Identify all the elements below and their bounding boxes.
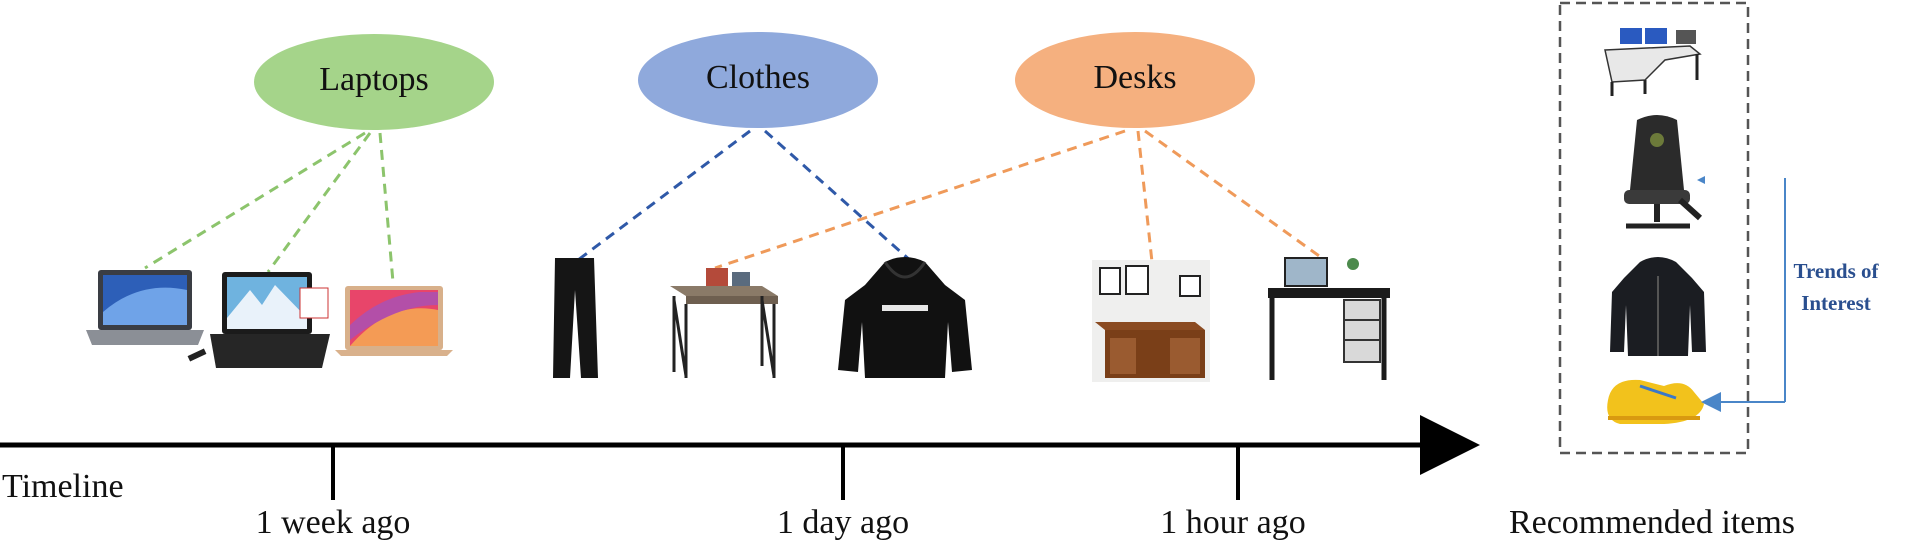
category-clothes: Clothes: [638, 32, 878, 128]
desk-icon: [1092, 260, 1210, 382]
category-label: Laptops: [319, 61, 429, 98]
category-desks: Desks: [1015, 32, 1255, 128]
recommended-label: Recommended items: [1509, 504, 1795, 541]
timeline-axis: [0, 415, 1480, 500]
tick-label: 1 day ago: [777, 504, 909, 541]
clothes-connectors: [577, 129, 913, 264]
trend-arrow-marker: [1697, 176, 1705, 184]
trends-bracket: [1701, 178, 1786, 412]
gaming-chair-icon: [1624, 115, 1703, 229]
category-laptops: Laptops: [254, 34, 494, 130]
corner-desk-icon: [1604, 28, 1702, 96]
tick-label: 1 hour ago: [1160, 504, 1305, 541]
desk-icon: [1268, 257, 1390, 380]
trends-label-line1: Trends of: [1794, 259, 1880, 283]
laptop-icon: [335, 286, 453, 356]
tick-label: 1 week ago: [256, 504, 411, 541]
desk-icon: [670, 268, 778, 378]
trends-label-line2: Interest: [1801, 291, 1871, 315]
rain-jacket-icon: [1610, 257, 1706, 356]
category-label: Desks: [1093, 59, 1176, 96]
desks-connectors: [714, 129, 1323, 270]
laptop-icon: [86, 270, 204, 345]
sneaker-icon: [1607, 379, 1704, 424]
hoodie-icon: [838, 257, 972, 378]
laptop-icon: [187, 272, 330, 368]
timeline-label: Timeline: [2, 468, 124, 505]
category-label: Clothes: [706, 59, 810, 96]
pants-icon: [553, 258, 598, 378]
laptops-connectors: [144, 131, 395, 283]
